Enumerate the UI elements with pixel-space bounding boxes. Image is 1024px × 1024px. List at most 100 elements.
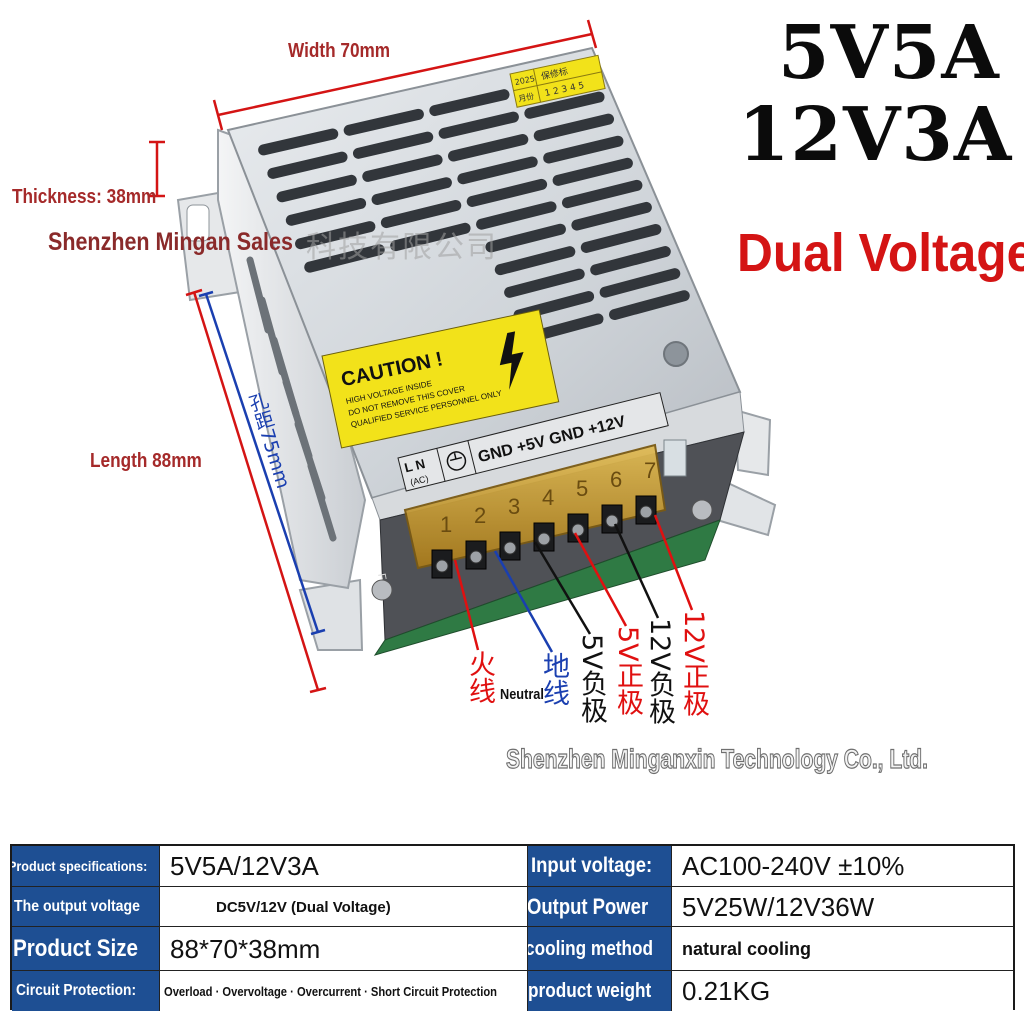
wire-leader: [613, 523, 660, 619]
spec-value: 88*70*38mm: [160, 927, 528, 971]
dimension-width: [212, 19, 598, 131]
screw-icon: [639, 505, 653, 519]
vent-slot: [599, 268, 681, 298]
spec-row: Product Size 88*70*38mm cooling method n…: [12, 926, 1013, 971]
vent-slot: [343, 108, 424, 136]
spec-value: DC5V/12V (Dual Voltage): [160, 887, 528, 927]
vent-slot: [543, 135, 624, 164]
vent-slot: [476, 201, 557, 230]
screw-icon: [371, 579, 393, 601]
spec-row: The output voltage DC5V/12V (Dual Voltag…: [12, 886, 1013, 927]
wire-leader: [653, 514, 694, 611]
ground-icon: [446, 451, 467, 471]
vent-slot: [485, 223, 566, 253]
sticker-year: 2025: [514, 74, 536, 87]
vent-slot: [429, 89, 510, 117]
wire-leader: [533, 541, 592, 635]
spec-label: Product specifications:: [12, 846, 160, 886]
vent-slot: [371, 177, 452, 205]
vent-slots: [258, 69, 690, 344]
spec-heading-12v3a: 12V3A: [738, 92, 1013, 178]
vent-slot: [304, 244, 385, 273]
company-watermark: Shenzhen Minganxin Technology Co., Ltd.: [506, 743, 929, 774]
vent-slot: [552, 157, 633, 186]
spec-value: 0.21KG: [672, 971, 1013, 1011]
wire-label-12v-positive: 12V正极: [678, 610, 709, 717]
spec-row: Product specifications: 5V5A/12V3A Input…: [12, 846, 1013, 886]
wire-leader: [453, 559, 480, 651]
terminal-number: 1: [440, 512, 452, 537]
terminal-number: 6: [610, 467, 622, 492]
spec-value: 5V25W/12V36W: [672, 887, 1013, 927]
wire-label-5v-positive: 5V正极: [612, 626, 643, 716]
dimension-thickness: [149, 140, 165, 198]
vent-slot: [438, 111, 519, 139]
screw-icon: [571, 523, 585, 537]
screw-icon: [503, 541, 517, 555]
product-photo: 2025 保修标 月份 1 2 3 4 5 CAUTION ! HIGH VOL…: [149, 19, 777, 694]
ac-label: (AC): [409, 473, 429, 487]
terminal-screws: [431, 495, 657, 579]
spec-label: Circuit Protection:: [12, 971, 160, 1011]
vent-slot: [390, 222, 471, 252]
warranty-sticker: 2025 保修标 月份 1 2 3 4 5: [509, 54, 606, 108]
watermark-cn: 科技有限公司: [306, 231, 498, 264]
vent-slot: [258, 128, 339, 156]
spec-value: natural cooling: [672, 927, 1013, 971]
spec-label: cooling method: [528, 927, 672, 971]
length-label: Length 88mm: [90, 450, 202, 472]
watermark-sales: Shenzhen Mingan Sales: [48, 228, 293, 256]
wire-label-ground: 地线: [538, 652, 569, 706]
spec-label: Input voltage:: [528, 846, 672, 886]
ln-label: L N: [403, 456, 427, 476]
dimension-length: [185, 288, 327, 694]
width-label: Width 70mm: [288, 40, 391, 62]
terminal-number: 2: [474, 503, 486, 528]
vent-slot: [609, 290, 690, 321]
spec-value: 5V5A/12V3A: [160, 846, 528, 886]
terminal-number: 7: [644, 458, 656, 483]
dimension-hole-spacing: [198, 290, 326, 636]
spec-heading-5v5a: 5V5A: [778, 10, 1000, 96]
caution-sticker: CAUTION ! HIGH VOLTAGE INSIDE DO NOT REM…: [321, 309, 560, 449]
vent-slot: [533, 113, 615, 142]
vent-slot: [380, 200, 462, 229]
top-cover: 2025 保修标 月份 1 2 3 4 5 CAUTION ! HIGH VOL…: [226, 46, 742, 500]
spec-label: Product Size: [12, 927, 160, 971]
vent-slot: [352, 131, 434, 159]
wire-label-live: 火线: [464, 650, 495, 704]
vent-slot: [457, 156, 538, 185]
vent-slot: [494, 246, 576, 276]
spec-value: Overload · Overvoltage · Overcurrent · S…: [160, 971, 528, 1011]
wire-leaders: [453, 514, 694, 653]
spec-table: Product specifications: 5V5A/12V3A Input…: [10, 844, 1015, 1011]
neutral-label: Neutral: [500, 686, 544, 703]
lightning-icon: [499, 331, 524, 390]
spec-label: product weight: [528, 971, 672, 1011]
screw-icon: [469, 550, 483, 564]
thickness-label: Thickness: 38mm: [12, 186, 157, 208]
screw-icon: [435, 559, 449, 573]
vent-slot: [362, 154, 443, 182]
side-wall: [217, 128, 367, 590]
vent-slot: [276, 174, 357, 203]
wire-leader: [493, 550, 554, 653]
vent-slot: [571, 201, 652, 231]
screw-icon: [691, 499, 713, 521]
vent-slot: [466, 178, 548, 207]
vent-slot: [447, 134, 529, 162]
vent-slot: [267, 151, 348, 179]
vent-slot: [504, 268, 585, 298]
vent-slot: [295, 221, 376, 250]
vent-slot: [524, 91, 605, 119]
terminal-number: 3: [508, 494, 520, 519]
vent-slot: [580, 223, 662, 253]
wire-label-12v-negative: 12V负极: [644, 618, 675, 725]
wire-leader: [573, 532, 628, 627]
terminal-number: 4: [542, 485, 554, 510]
wire-label-5v-negative: 5V负极: [576, 634, 607, 724]
terminal-number: 5: [576, 476, 588, 501]
sticker-month: 月份: [517, 91, 535, 104]
